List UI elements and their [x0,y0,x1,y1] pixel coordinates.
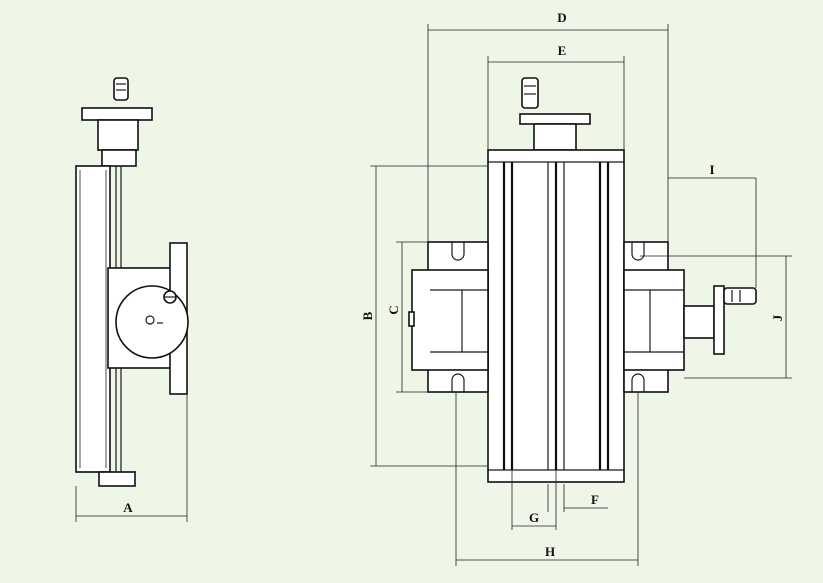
right-saddle [623,269,685,371]
top-hub [97,119,139,151]
dim-label-i: I [709,162,714,177]
front-handwheel [519,113,591,125]
dim-label-b: B [360,311,375,320]
bottom-bearing [98,471,136,487]
front-hub [533,123,577,151]
top-handle-knob [113,77,129,101]
right-bottom-slot [631,373,645,392]
right-handwheel [713,285,725,355]
front-handle-knob [521,77,539,109]
left-saddle [411,269,489,371]
front-view [370,24,792,566]
top-collar [101,149,137,167]
dim-label-j: J [770,314,785,321]
left-bottom-slot [451,373,465,392]
side-column [75,165,111,473]
side-dial [115,285,189,359]
left-pin [408,311,415,327]
right-top-slot [631,242,645,261]
right-hub [683,305,715,339]
dim-label-c: C [386,305,401,314]
top-handwheel [81,107,153,121]
dim-label-d: D [557,10,566,25]
side-view [75,77,189,522]
dim-label-h: H [545,544,555,559]
dim-label-f: F [591,492,599,507]
dim-label-a: A [123,500,133,515]
left-top-slot [451,242,465,261]
dim-label-g: G [529,510,539,525]
dim-label-e: E [558,43,567,58]
